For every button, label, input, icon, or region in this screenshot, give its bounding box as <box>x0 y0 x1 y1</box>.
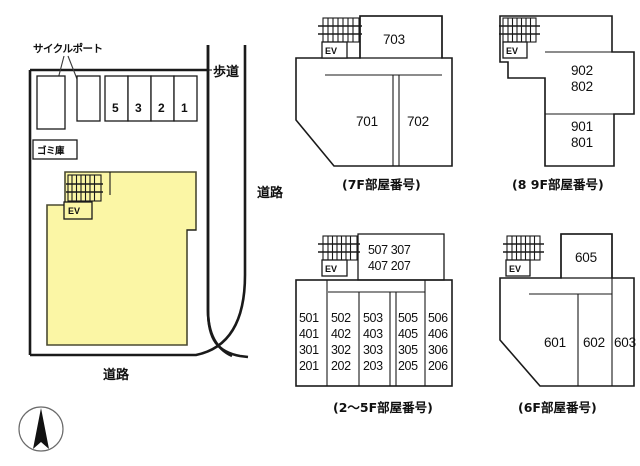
plan-2-5f-top-room-line1: 507 307 <box>368 243 411 257</box>
plan-2-5f-r402: 402 <box>331 327 351 341</box>
plan-6f: 605 EV 601 602 603 (6F部屋番号) <box>499 233 636 415</box>
plan-2-5f-r405: 405 <box>398 327 418 341</box>
parking-bay-1 <box>173 75 198 122</box>
plan-7f-ev-label: EV <box>325 46 337 56</box>
plan-2-5f-r505: 505 <box>398 311 418 325</box>
plan-2-5f-r202: 202 <box>331 359 351 373</box>
plan-2-5f-r506: 506 <box>428 311 448 325</box>
plan-7f-room-703-label: 703 <box>383 32 405 47</box>
plan-2-5f-r203: 203 <box>363 359 383 373</box>
plan-89f-room-802-label: 802 <box>571 79 593 94</box>
plan-2-5f-r302: 302 <box>331 343 351 357</box>
plan-2-5f-r501: 501 <box>299 311 319 325</box>
plan-2-5f-room-col-5: 506 406 306 206 <box>428 311 449 373</box>
plan-89f: EV 902 802 901 801 (8 9F部屋番号) <box>499 15 635 192</box>
plan-6f-room-605-label: 605 <box>575 250 597 265</box>
parking-number-1: 1 <box>181 101 188 115</box>
plan-2-5f-body <box>295 279 453 387</box>
plan-7f-room-701-label: 701 <box>356 114 378 129</box>
plan-2-5f-r301: 301 <box>299 343 319 357</box>
parking-number-3: 3 <box>135 101 142 115</box>
parking-number-5: 5 <box>112 101 119 115</box>
road-edge-outer <box>30 45 247 357</box>
plan-89f-room-801-label: 801 <box>571 135 593 150</box>
sidewalk-label: 歩道 <box>213 64 239 80</box>
plan-2-5f-r306: 306 <box>428 343 448 357</box>
plan-2-5f-ev-label: EV <box>325 264 337 274</box>
plan-89f-stairs <box>499 17 540 43</box>
plan-7f-outline <box>295 15 453 167</box>
parking-number-2: 2 <box>158 101 165 115</box>
plan-2-5f-ev-box <box>321 259 348 277</box>
plan-2-5f-room-col-2: 502 402 302 202 <box>331 311 352 373</box>
plan-7f-room-703-box <box>359 15 443 59</box>
plan-7f-stairs <box>318 17 362 43</box>
plan-6f-ev-label: EV <box>509 264 521 274</box>
plan-7f: 703 EV 701 702 (7F部屋番号) <box>295 15 453 192</box>
plan-2-5f-r206: 206 <box>428 359 448 373</box>
plan-89f-caption: (8 9F部屋番号) <box>512 177 604 192</box>
gomi-storage-box <box>32 139 78 160</box>
plan-89f-ev-label: EV <box>506 46 518 56</box>
plan-6f-room-605-box-real <box>560 233 613 279</box>
road-label-right: 道路 <box>257 185 284 201</box>
plan-2-5f-room-col-4: 505 405 305 205 <box>398 311 419 373</box>
plan-2-5f-caption: (2〜5F部屋番号) <box>333 400 433 415</box>
plan-6f-room-603-label: 603 <box>614 335 636 350</box>
site-boundary-inner-curve <box>206 45 249 359</box>
gomi-storage-label: ゴミ庫 <box>37 145 65 157</box>
plan-6f-ev-box <box>505 259 531 277</box>
plan-2-5f-r201: 201 <box>299 359 319 373</box>
site-plan: 歩道 道路 道路 サイクルポート 5 3 2 1 ゴミ庫 <box>18 42 284 452</box>
plan-2-5f-stairs <box>318 235 360 261</box>
ev-box-site <box>63 201 93 220</box>
plan-2-5f-top-room-box <box>357 233 445 281</box>
road-right-char1: 道路 <box>257 185 284 201</box>
plan-6f-room-601-label: 601 <box>544 335 566 350</box>
cycle-port-box-2 <box>76 75 101 122</box>
plan-2-5f-r403: 403 <box>363 327 383 341</box>
plan-89f-room-901-label: 901 <box>571 119 593 134</box>
plan-2-5f-top-room-line2: 407 207 <box>368 259 411 273</box>
plan-2-5f-r305: 305 <box>398 343 418 357</box>
plan-7f-room-702-label: 702 <box>407 114 429 129</box>
parking-bays: 5 3 2 1 <box>104 75 198 122</box>
road-label-bottom: 道路 <box>103 367 130 383</box>
north-arrow <box>18 406 64 452</box>
plan-2-5f-r401: 401 <box>299 327 319 341</box>
plan-7f-ev-box <box>321 41 348 59</box>
plan-6f-stairs <box>503 235 544 261</box>
plan-89f-ev-box <box>502 41 528 59</box>
plan-7f-caption: (7F部屋番号) <box>342 177 421 192</box>
site-boundary-inner <box>206 45 233 358</box>
stairs-site <box>66 174 103 202</box>
plan-2-5f-r205: 205 <box>398 359 418 373</box>
plan-89f-room-902-label: 902 <box>571 63 593 78</box>
plan-2-5f-r406: 406 <box>428 327 448 341</box>
plan-2-5f-room-col-3: 503 403 303 203 <box>363 311 384 373</box>
plan-6f-caption: (6F部屋番号) <box>518 400 597 415</box>
plan-2-5f-r303: 303 <box>363 343 383 357</box>
plan-2-5f-room-col-1: 501 401 301 201 <box>299 311 320 373</box>
plan-2-5f-r502: 502 <box>331 311 351 325</box>
cycle-port-label: サイクルポート <box>33 42 102 55</box>
cycle-port-box-1 <box>36 75 66 130</box>
ev-label-site: EV <box>68 206 80 216</box>
plan-2-5f: 507 307 407 207 EV 501 401 301 201 502 4 <box>295 233 453 415</box>
plan-2-5f-r503: 503 <box>363 311 383 325</box>
plan-6f-room-602-label: 602 <box>583 335 605 350</box>
